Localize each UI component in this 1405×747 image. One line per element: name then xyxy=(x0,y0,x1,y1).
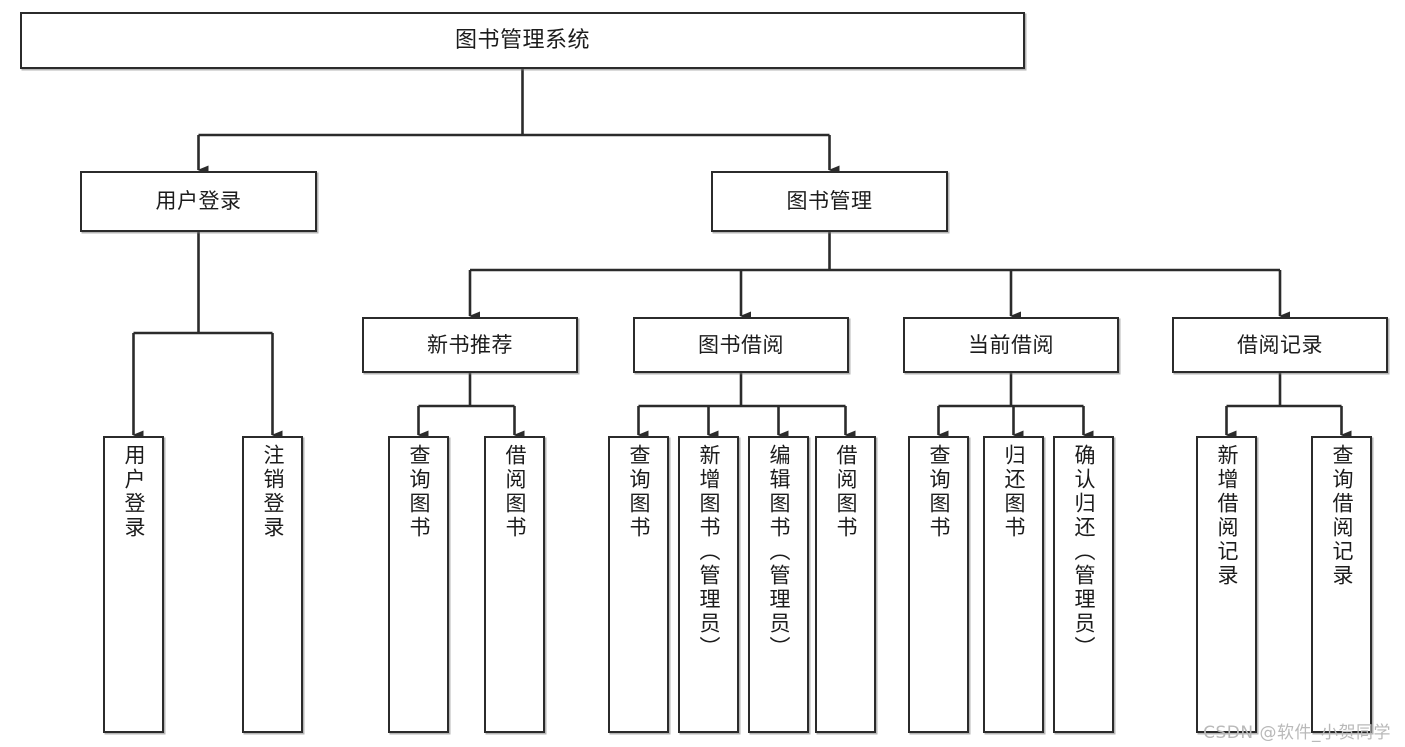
node-leaf-query-book-c[interactable]: 查询图书 xyxy=(908,436,969,733)
node-label: 归还图书 xyxy=(1002,444,1026,540)
node-book-mgmt[interactable]: 图书管理 xyxy=(711,171,948,232)
node-leaf-logout[interactable]: 注销登录 xyxy=(242,436,303,733)
node-label: 新增借阅记录 xyxy=(1215,444,1239,588)
node-label: 借阅记录 xyxy=(1237,332,1323,357)
node-leaf-confirm-return[interactable]: 确认归还（管理员） xyxy=(1053,436,1114,733)
node-label: 注销登录 xyxy=(261,444,285,540)
node-label: 查询图书 xyxy=(627,444,651,540)
watermark: CSDN @软件_小贺同学 xyxy=(1203,723,1391,743)
node-label: 借阅图书 xyxy=(503,444,527,540)
node-label: 新增图书（管理员） xyxy=(697,444,721,660)
node-leaf-return-book[interactable]: 归还图书 xyxy=(983,436,1044,733)
node-label: 借阅图书 xyxy=(834,444,858,540)
node-leaf-edit-book[interactable]: 编辑图书（管理员） xyxy=(748,436,809,733)
node-label: 查询图书 xyxy=(407,444,431,540)
node-label: 图书管理系统 xyxy=(454,27,590,53)
node-new-book-rec[interactable]: 新书推荐 xyxy=(362,317,578,373)
node-user-login[interactable]: 用户登录 xyxy=(80,171,317,232)
node-label: 图书借阅 xyxy=(698,332,784,357)
connector-lines xyxy=(132,69,1352,440)
node-book-borrow[interactable]: 图书借阅 xyxy=(633,317,849,373)
node-leaf-query-book-a[interactable]: 查询图书 xyxy=(388,436,449,733)
node-leaf-add-record[interactable]: 新增借阅记录 xyxy=(1196,436,1257,733)
node-label: 查询图书 xyxy=(927,444,951,540)
node-leaf-borrow-book-b[interactable]: 借阅图书 xyxy=(815,436,876,733)
node-current-borrow[interactable]: 当前借阅 xyxy=(903,317,1119,373)
node-label: 图书管理 xyxy=(786,189,873,214)
node-root[interactable]: 图书管理系统 xyxy=(20,12,1025,69)
node-label: 查询借阅记录 xyxy=(1330,444,1354,588)
node-leaf-borrow-book-a[interactable]: 借阅图书 xyxy=(484,436,545,733)
node-label: 用户登录 xyxy=(155,189,242,214)
node-label: 用户登录 xyxy=(122,444,146,540)
node-leaf-add-book[interactable]: 新增图书（管理员） xyxy=(678,436,739,733)
node-leaf-user-login[interactable]: 用户登录 xyxy=(103,436,164,733)
node-leaf-query-book-b[interactable]: 查询图书 xyxy=(608,436,669,733)
node-label: 当前借阅 xyxy=(968,332,1054,357)
node-label: 编辑图书（管理员） xyxy=(767,444,791,660)
node-borrow-record[interactable]: 借阅记录 xyxy=(1172,317,1388,373)
node-label: 新书推荐 xyxy=(427,332,513,357)
node-label: 确认归还（管理员） xyxy=(1072,444,1096,660)
node-leaf-query-record[interactable]: 查询借阅记录 xyxy=(1311,436,1372,733)
